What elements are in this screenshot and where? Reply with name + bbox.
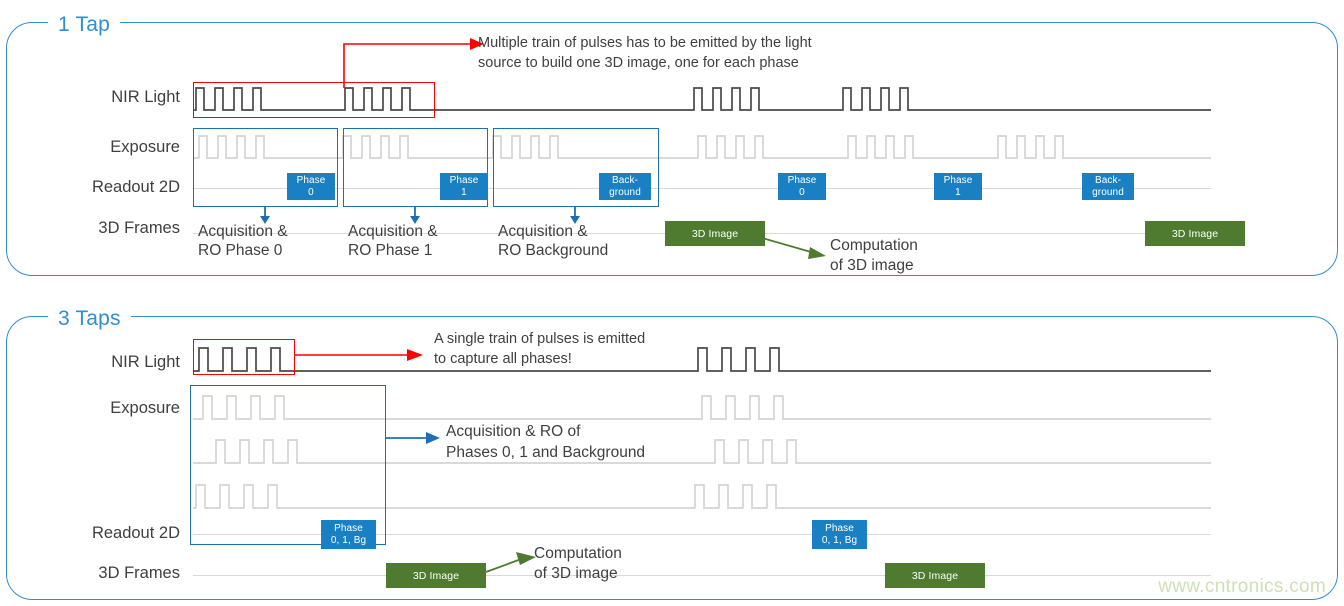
computation-arrow-3taps — [486, 552, 536, 573]
waveform-exposure-tap0-3taps — [193, 387, 1213, 423]
down-arrow-1tap-1 — [410, 206, 420, 224]
acquisition-arrow-3taps — [386, 432, 440, 444]
callout-arrow-1tap — [343, 38, 484, 88]
row-label-nir-light-1tap: NIR Light — [111, 88, 180, 106]
readout-tag-1tap-1[interactable]: Phase 1 — [440, 173, 488, 200]
readout-tag-line2: 1 — [955, 186, 961, 198]
computation-note-3taps: Computation of 3D image — [534, 545, 622, 582]
computation-note-1tap: Computation of 3D image — [830, 237, 918, 274]
readout-tag-line1: Phase — [334, 522, 363, 534]
frame-tag-3taps-1[interactable]: 3D Image — [885, 563, 985, 588]
waveform-nir-light-1tap — [193, 82, 1213, 114]
frame-tag-label: 3D Image — [691, 227, 739, 240]
readout-tag-line2: 0, 1, Bg — [821, 534, 858, 546]
row-label-readout-2d-1tap: Readout 2D — [91, 178, 180, 196]
row-label-exposure-3taps: Exposure — [110, 399, 180, 417]
readout-tag-1tap-0[interactable]: Phase 0 — [287, 173, 335, 200]
readout-tag-line2: ground — [1092, 186, 1124, 198]
callout-note-1tap: Multiple train of pulses has to be emitt… — [478, 35, 812, 71]
watermark: www.cntronics.com — [1158, 576, 1326, 597]
acquisition-note-3taps: Acquisition & RO of Phases 0, 1 and Back… — [446, 423, 646, 461]
readout-tag-line2: 0, 1, Bg — [330, 534, 367, 546]
panel-title-one-tap: 1 Tap — [48, 13, 120, 37]
readout-tag-line2: 0 — [799, 186, 805, 198]
baseline-3d-frames-3taps — [193, 575, 1211, 576]
readout-tag-line1: Back- — [611, 174, 639, 186]
waveform-exposure-1tap — [193, 130, 1213, 162]
readout-tag-line1: Phase — [449, 174, 479, 186]
row-label-3d-frames-3taps: 3D Frames — [98, 564, 180, 582]
readout-tag-3taps-0[interactable]: Phase 0, 1, Bg — [321, 520, 376, 549]
waveform-nir-light-3taps — [193, 339, 1213, 375]
row-label-readout-2d-3taps: Readout 2D — [91, 524, 180, 542]
row-label-exposure-1tap: Exposure — [110, 138, 180, 156]
frame-tag-1tap-0[interactable]: 3D Image — [665, 221, 765, 246]
frame-tag-label: 3D Image — [412, 569, 460, 582]
row-label-nir-light-3taps: NIR Light — [111, 353, 180, 371]
acquisition-caption-1tap-2: Acquisition & RO Background — [498, 223, 609, 259]
readout-tag-1tap-5[interactable]: Back- ground — [1082, 173, 1134, 200]
frame-tag-label: 3D Image — [1171, 227, 1219, 240]
readout-tag-line1: Back- — [1094, 174, 1122, 186]
frame-tag-1tap-1[interactable]: 3D Image — [1145, 221, 1245, 246]
acquisition-caption-1tap-1: Acquisition & RO Phase 1 — [348, 223, 438, 259]
highlight-box-nir-1tap — [193, 82, 435, 118]
readout-tag-1tap-4[interactable]: Phase 1 — [934, 173, 982, 200]
waveform-exposure-tap1-3taps — [193, 431, 1213, 467]
readout-tag-line1: Phase — [943, 174, 973, 186]
readout-tag-line1: Phase — [787, 174, 817, 186]
baseline-readout-2d-3taps — [193, 534, 1211, 535]
baseline-readout-2d-1tap — [193, 188, 1211, 189]
readout-tag-1tap-3[interactable]: Phase 0 — [778, 173, 826, 200]
readout-tag-line1: Phase — [296, 174, 326, 186]
readout-tag-line2: ground — [609, 186, 641, 198]
computation-arrow-1tap — [762, 238, 826, 259]
callout-note-3taps: A single train of pulses is emitted to c… — [434, 331, 646, 367]
readout-tag-line2: 0 — [308, 186, 314, 198]
waveform-exposure-tap2-3taps — [193, 476, 1213, 512]
panel-three-taps — [6, 316, 1338, 600]
frame-tag-label: 3D Image — [911, 569, 959, 582]
readout-tag-1tap-2[interactable]: Back- ground — [599, 173, 651, 200]
panel-title-three-taps: 3 Taps — [48, 307, 131, 331]
readout-tag-line2: 1 — [461, 186, 467, 198]
highlight-box-nir-3taps — [193, 339, 295, 375]
callout-arrow-3taps — [295, 349, 423, 361]
frame-tag-3taps-0[interactable]: 3D Image — [386, 563, 486, 588]
row-label-3d-frames-1tap: 3D Frames — [98, 219, 180, 237]
readout-tag-line1: Phase — [825, 522, 854, 534]
down-arrow-1tap-2 — [570, 206, 580, 224]
acquisition-caption-1tap-0: Acquisition & RO Phase 0 — [198, 223, 288, 259]
readout-tag-3taps-1[interactable]: Phase 0, 1, Bg — [812, 520, 867, 549]
down-arrow-1tap-0 — [260, 206, 270, 224]
